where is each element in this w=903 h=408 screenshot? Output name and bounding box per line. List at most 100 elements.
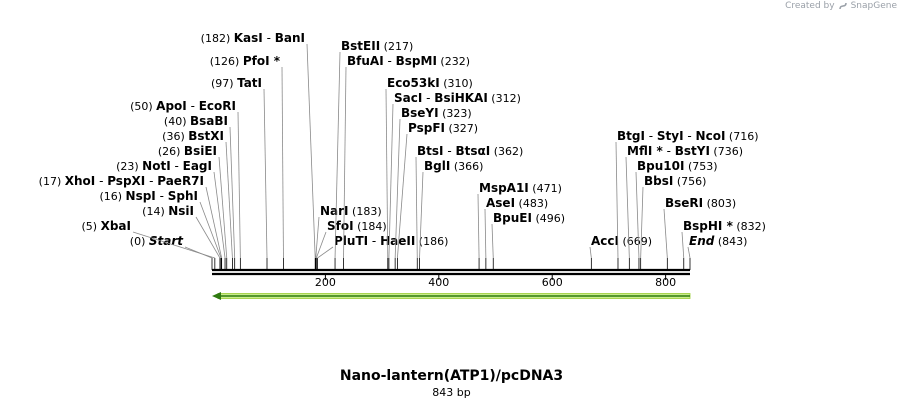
site-label: MflI * - BstYI (736) — [627, 144, 743, 158]
site-label-group: (97) TatI — [211, 76, 268, 270]
site-label: BseYI (323) — [401, 106, 472, 120]
enzyme-name: Bpu10I — [637, 159, 684, 173]
site-label-group: AccI (669) — [589, 234, 652, 270]
enzyme-name: PspFI — [408, 121, 445, 135]
site-label: BtsI - BtsαI (362) — [417, 144, 523, 158]
enzyme-name: PaeR7I — [157, 174, 204, 188]
leader-line — [315, 216, 320, 259]
cut-position: (496) — [532, 212, 565, 225]
site-label-group: BseRI (803) — [663, 196, 736, 270]
cut-position: (362) — [490, 145, 523, 158]
site-label: BpuEI (496) — [493, 211, 565, 225]
site-label: Bpu10I (753) — [637, 159, 718, 173]
site-label-group: PspFI (327) — [397, 121, 478, 270]
leader-line — [237, 111, 241, 259]
site-label-group: MflI * - BstYI (736) — [625, 144, 743, 270]
enzyme-name: BstYI — [675, 144, 710, 158]
enzyme-name: XbaI — [101, 219, 131, 233]
credit-prefix: Created by — [785, 1, 835, 11]
leader-line — [199, 201, 222, 259]
leader-line — [315, 231, 327, 259]
site-label-group: (126) PfoI * — [210, 54, 284, 270]
cut-position: (756) — [673, 175, 706, 188]
site-label-group: BtsI - BtsαI (362) — [415, 144, 523, 270]
enzyme-separator: - — [422, 91, 434, 105]
enzyme-name: BfuAI — [347, 54, 384, 68]
leader-line — [397, 133, 408, 259]
enzyme-name: BtsI — [417, 144, 444, 158]
leader-line — [385, 88, 389, 259]
enzyme-name: BtgI — [617, 129, 645, 143]
site-label: (5) XbaI — [82, 219, 131, 233]
leader-line — [477, 193, 480, 259]
site-label: (36) BstXI — [162, 129, 224, 143]
site-label-group: (36) BstXI — [162, 129, 233, 270]
enzyme-name: AccI — [591, 234, 619, 248]
site-label-group: (16) NspI - SphI — [99, 189, 222, 270]
site-label: Eco53kI (310) — [387, 76, 473, 90]
axis-tick-label: 600 — [542, 276, 563, 289]
enzyme-name: EagI — [183, 159, 212, 173]
enzyme-separator: - — [444, 144, 456, 158]
site-label: BtgI - StyI - NcoI (716) — [617, 129, 759, 143]
site-label-group: (182) KasI - BanI — [201, 31, 316, 270]
site-label-group: PluTI - HaeII (186) — [317, 234, 448, 270]
site-label-group: Eco53kI (310) — [385, 76, 473, 270]
site-label-group: BglI (366) — [419, 159, 483, 270]
enzyme-separator: - — [145, 174, 157, 188]
cut-position: (232) — [437, 55, 470, 68]
cut-position: (669) — [619, 235, 652, 248]
site-label-group: AseI (483) — [484, 196, 548, 270]
leader-line — [484, 208, 487, 259]
enzyme-name: BpuEI — [493, 211, 532, 225]
enzyme-name: NotI — [142, 159, 171, 173]
site-label: (17) XhoI - PspXI - PaeR7I — [39, 174, 204, 188]
enzyme-name: EcoRI — [199, 99, 236, 113]
site-label-group: SacI - BsiHKAI (312) — [388, 91, 521, 270]
site-label: BspHI * (832) — [683, 219, 766, 233]
leader-line — [343, 66, 347, 259]
snapgene-logo-icon — [838, 1, 848, 11]
cut-position: (183) — [349, 205, 382, 218]
enzyme-separator: - — [645, 129, 657, 143]
enzyme-name: BspHI * — [683, 219, 734, 233]
cut-position: (50) — [130, 100, 156, 113]
construct-length: 843 bp — [432, 386, 471, 399]
leader-line — [687, 246, 691, 259]
cut-position: (186) — [415, 235, 448, 248]
site-label-group: (17) XhoI - PspXI - PaeR7I — [39, 174, 223, 270]
leader-line — [419, 171, 424, 259]
leader-line — [218, 156, 228, 259]
leader-line — [306, 43, 316, 259]
site-label: (0) Start — [130, 234, 184, 248]
enzyme-name: BtsαI — [455, 144, 490, 158]
site-label: (126) PfoI * — [210, 54, 281, 68]
enzyme-separator: - — [171, 159, 183, 173]
cut-position: (14) — [142, 205, 168, 218]
enzyme-name: SfoI — [327, 219, 354, 233]
site-label-group: SfoI (184) — [315, 219, 387, 270]
enzyme-name: BglI — [424, 159, 450, 173]
enzyme-name: BseYI — [401, 106, 439, 120]
axis-tick-label: 200 — [315, 276, 336, 289]
leader-line — [415, 156, 418, 259]
sequence-end-label: Start — [149, 234, 184, 248]
leader-line — [640, 186, 644, 259]
cut-position: (736) — [710, 145, 743, 158]
enzyme-name: BanI — [275, 31, 305, 45]
site-label: (14) NsiI — [142, 204, 194, 218]
cut-position: (36) — [162, 130, 188, 143]
enzyme-name: PluTI — [334, 234, 368, 248]
leader-line — [625, 156, 630, 259]
enzyme-separator: - — [384, 54, 396, 68]
site-label: SacI - BsiHKAI (312) — [394, 91, 521, 105]
site-label-group: (40) BsaBI — [164, 114, 236, 270]
site-label-group: (23) NotI - EagI — [116, 159, 226, 270]
site-label: PspFI (327) — [408, 121, 478, 135]
enzyme-separator: - — [95, 174, 107, 188]
site-label: SfoI (184) — [327, 219, 387, 233]
cut-position: (483) — [515, 197, 548, 210]
enzyme-separator: - — [187, 99, 199, 113]
site-label-group: BfuAI - BspMI (232) — [343, 54, 470, 270]
